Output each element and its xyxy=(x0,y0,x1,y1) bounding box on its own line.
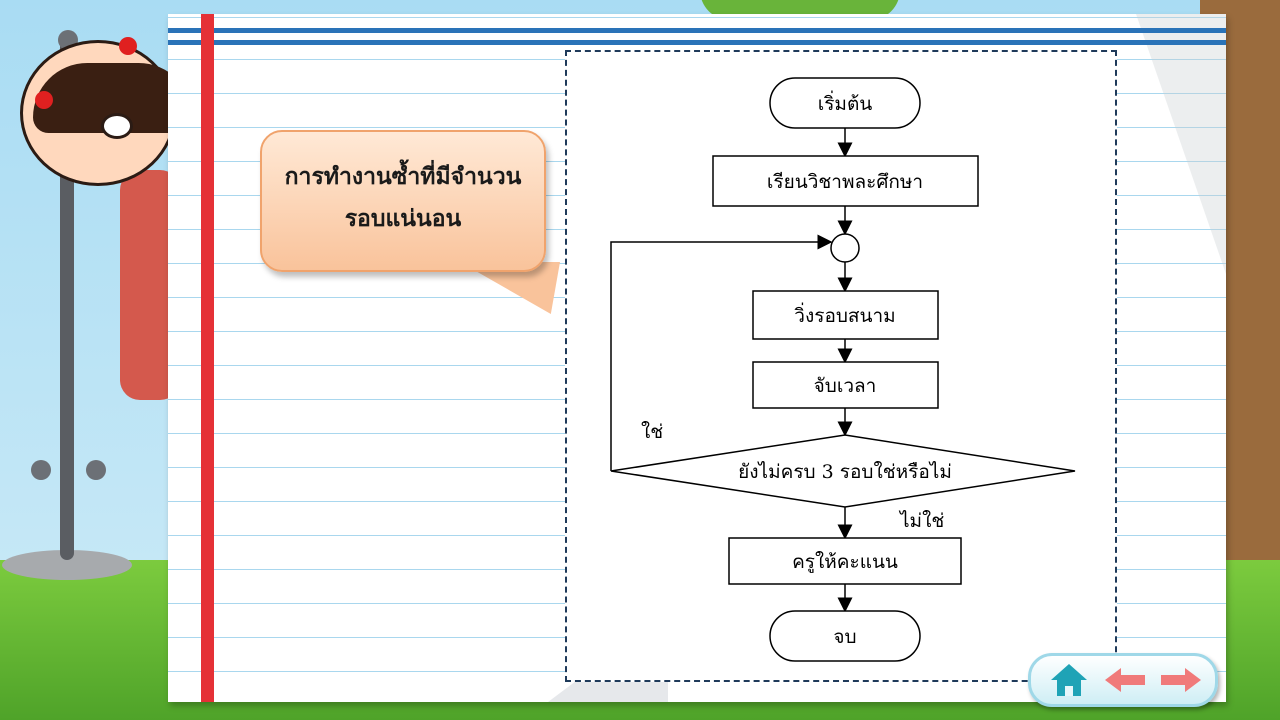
flow-process-timer-text: จับเวลา xyxy=(814,375,877,397)
flowchart: เริ่มต้น เรียนวิชาพละศึกษา วิ่งรอบสนาม จ… xyxy=(610,77,1076,662)
girl-eye xyxy=(101,113,133,139)
header-line xyxy=(168,28,1226,33)
flow-yes-label: ใช่ xyxy=(641,421,663,443)
flow-process-study xyxy=(712,155,979,207)
girl-character xyxy=(20,37,193,186)
callout-text: การทำงานซ้ำที่มีจำนวน รอบแน่นอน xyxy=(262,156,544,240)
arrow-left-icon[interactable] xyxy=(1103,666,1147,694)
flow-start-text: เริ่มต้น xyxy=(818,90,873,115)
flow-process-grade xyxy=(728,537,962,585)
callout-line-1: การทำงานซ้ำที่มีจำนวน xyxy=(284,164,522,190)
header-line xyxy=(168,40,1226,45)
home-icon[interactable] xyxy=(1049,662,1089,698)
flow-process-run-text: วิ่งรอบสนาม xyxy=(794,302,896,327)
callout-line-2: รอบแน่นอน xyxy=(344,206,462,232)
callout-bubble: การทำงานซ้ำที่มีจำนวน รอบแน่นอน xyxy=(260,130,546,272)
margin-line xyxy=(201,14,214,702)
flow-decision-text: ยังไม่ครบ 3 รอบใช่หรือไม่ xyxy=(738,461,952,483)
pole-knob xyxy=(31,460,51,480)
flow-connector xyxy=(830,233,860,263)
flow-no-label: ไม่ใช่ xyxy=(898,510,944,532)
flow-process-timer xyxy=(752,361,939,409)
flow-end-terminator xyxy=(769,610,921,662)
paper-fold xyxy=(1136,14,1226,274)
flow-loop-arrow xyxy=(610,234,833,471)
flow-process-grade-text: ครูให้คะแนน xyxy=(792,551,898,573)
flow-process-study-text: เรียนวิชาพละศึกษา xyxy=(767,171,923,193)
pole-knob xyxy=(86,460,106,480)
girl-hair-bow xyxy=(119,37,137,55)
arrow-right-icon[interactable] xyxy=(1159,666,1203,694)
flow-end-text: จบ xyxy=(833,626,856,648)
girl-hair-bow xyxy=(35,91,53,109)
navigation-bar xyxy=(1028,653,1218,707)
